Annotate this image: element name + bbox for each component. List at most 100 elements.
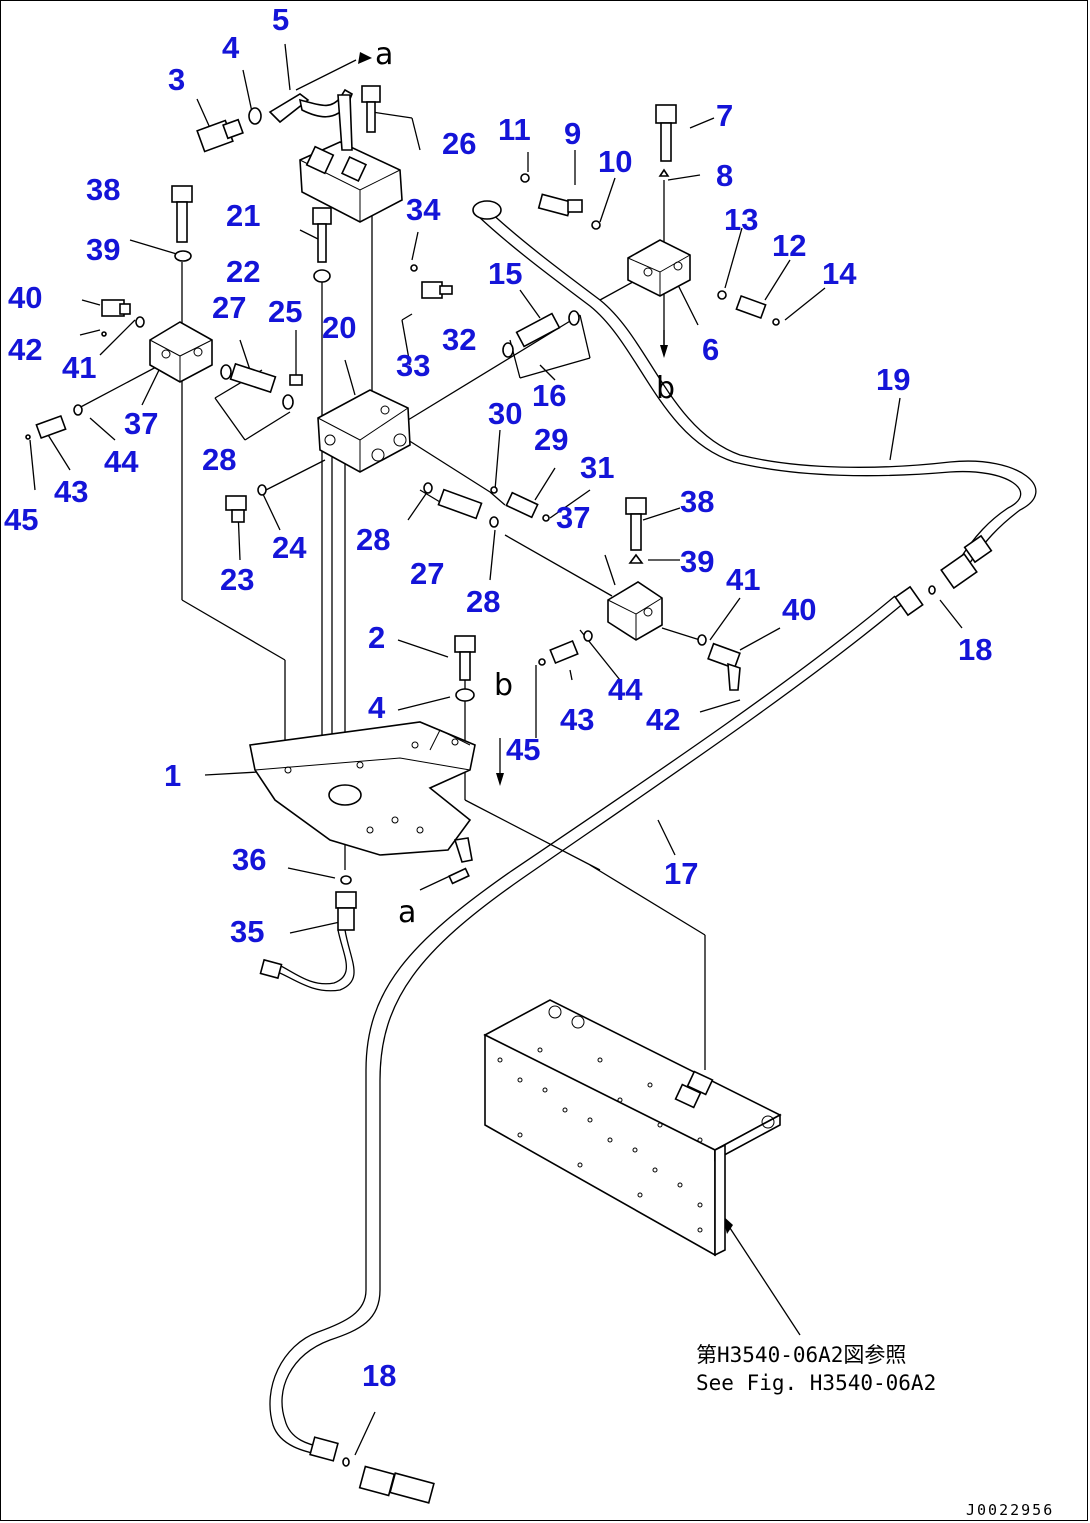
- callout-27: 27: [410, 556, 444, 591]
- part-6-block: [627, 239, 691, 297]
- callout-28: 28: [466, 584, 500, 619]
- callout-13: 13: [724, 202, 758, 237]
- part-26-bolt: [361, 85, 381, 133]
- callout-38: 38: [680, 484, 714, 519]
- callout-39: 39: [680, 544, 714, 579]
- drawing-code: J0022956: [966, 1501, 1054, 1519]
- callout-30: 30: [488, 396, 522, 431]
- callout-37: 37: [556, 500, 590, 535]
- callout-4: 4: [222, 30, 240, 65]
- callout-4: 4: [368, 690, 386, 725]
- callout-37: 37: [124, 406, 158, 441]
- callout-43: 43: [560, 702, 594, 737]
- reference-note-jp: 第H3540-06A2図参照: [696, 1343, 906, 1367]
- callout-26: 26: [442, 126, 476, 161]
- callout-16: 16: [532, 378, 566, 413]
- part-23-plug: [225, 495, 247, 523]
- callout-38: 38: [86, 172, 120, 207]
- callout-11: 11: [498, 112, 531, 147]
- callout-numbers: 1 2 3 4 4 5 6 7 8 9 10 11 12 13 14 15 16…: [4, 2, 992, 1393]
- callout-28: 28: [202, 442, 236, 477]
- parts: [25, 85, 993, 1504]
- callout-44: 44: [104, 444, 139, 479]
- part-26-bracket: [299, 94, 403, 223]
- callout-7: 7: [716, 98, 733, 133]
- callout-19: 19: [876, 362, 910, 397]
- callout-27: 27: [212, 290, 246, 325]
- part-43-fitting-left: [35, 414, 67, 440]
- callout-41: 41: [726, 562, 760, 597]
- callout-35: 35: [230, 914, 264, 949]
- callout-6: 6: [702, 332, 719, 367]
- callout-17: 17: [664, 856, 698, 891]
- part-32-fitting: [421, 281, 453, 299]
- part-37-valve-right: [607, 581, 663, 641]
- callout-40: 40: [782, 592, 816, 627]
- part-35-sensor: [259, 891, 357, 980]
- callout-24: 24: [272, 530, 307, 565]
- hoses: [269, 209, 1037, 1456]
- part-15-adapter: [502, 310, 580, 358]
- part-38-bolt-right: [625, 497, 647, 551]
- callout-21: 21: [226, 198, 260, 233]
- callout-41: 41: [62, 350, 96, 385]
- callout-18: 18: [362, 1358, 396, 1393]
- callout-42: 42: [646, 702, 680, 737]
- callout-8: 8: [716, 158, 733, 193]
- callout-43: 43: [54, 474, 88, 509]
- part-29-fitting: [505, 491, 539, 519]
- letter-b-bottom: b: [494, 668, 513, 703]
- callout-22: 22: [226, 254, 260, 289]
- callout-23: 23: [220, 562, 254, 597]
- reference-note-en: See Fig. H3540-06A2: [696, 1371, 936, 1395]
- callout-2: 2: [368, 620, 385, 655]
- callout-12: 12: [772, 228, 806, 263]
- callout-14: 14: [822, 256, 857, 291]
- callout-40: 40: [8, 280, 42, 315]
- part-9-fitting: [537, 193, 583, 217]
- part-43-fitting-right: [549, 639, 579, 665]
- part-3-bolt: [196, 118, 244, 153]
- callout-3: 3: [168, 62, 185, 97]
- letter-a-bottom: a: [398, 895, 416, 930]
- callout-36: 36: [232, 842, 266, 877]
- part-18-fitting-right: [894, 534, 993, 617]
- part-1-plate: [249, 721, 476, 863]
- callout-28: 28: [356, 522, 390, 557]
- part-38-bolt-left: [171, 185, 193, 243]
- callout-5: 5: [272, 2, 289, 37]
- part-18-fitting-bottom: [309, 1436, 435, 1504]
- callout-44: 44: [608, 672, 643, 707]
- part-27-adapter-left: [220, 362, 294, 410]
- letter-b-top: b: [656, 371, 675, 406]
- part-12-fitting: [735, 294, 767, 320]
- callout-20: 20: [322, 310, 356, 345]
- callout-39: 39: [86, 232, 120, 267]
- callout-33: 33: [396, 348, 430, 383]
- callout-29: 29: [534, 422, 568, 457]
- part-7-bolt: [655, 104, 677, 162]
- callout-45: 45: [4, 502, 38, 537]
- reference-note: 第H3540-06A2図参照 See Fig. H3540-06A2: [696, 1343, 936, 1395]
- part-27-adapter-mid: [437, 488, 483, 520]
- part-21-bolt: [312, 207, 332, 263]
- control-box: [483, 999, 782, 1257]
- callout-9: 9: [564, 116, 581, 151]
- callout-1: 1: [164, 758, 181, 793]
- callout-10: 10: [598, 144, 632, 179]
- part-2-bolt: [454, 635, 476, 681]
- callout-45: 45: [506, 732, 540, 767]
- callout-31: 31: [580, 450, 614, 485]
- letter-a-top: a: [375, 37, 393, 72]
- part-20-block: [317, 389, 411, 473]
- part-40-elbow-left: [101, 299, 131, 317]
- callout-34: 34: [406, 192, 441, 227]
- part-37-valve-left: [149, 321, 213, 383]
- part-40-elbow-right: [707, 642, 741, 691]
- callout-15: 15: [488, 256, 522, 291]
- callout-32: 32: [442, 322, 476, 357]
- callout-25: 25: [268, 294, 302, 329]
- callout-42: 42: [8, 332, 42, 367]
